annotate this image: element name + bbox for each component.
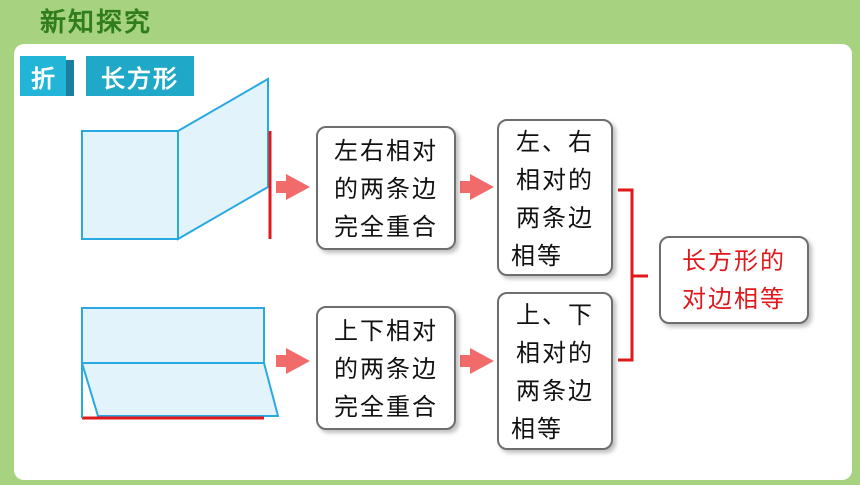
top-step2-line4: 相等 (511, 242, 563, 270)
arrow-bottom-2 (460, 348, 494, 374)
top-step2-line2: 相对的 (516, 166, 594, 194)
bottom-step2-line2: 相对的 (516, 339, 594, 367)
top-step2-line3: 两条边 (516, 204, 594, 232)
arrow-top-1 (276, 174, 310, 200)
arrow-bottom-1 (276, 348, 310, 374)
bottom-step1-box: 上下相对 的两条边 完全重合 (316, 306, 456, 430)
bottom-rect-top-half (81, 307, 265, 364)
bottom-step1-line3: 完全重合 (334, 393, 438, 421)
arrow-top-2 (460, 174, 494, 200)
top-step2-line1: 左、右 (516, 128, 594, 156)
bottom-step1-line2: 的两条边 (334, 355, 438, 383)
fold-badge-shadow (66, 60, 74, 96)
conclusion-line2: 对边相等 (682, 285, 786, 313)
bottom-rect-folded-flap (80, 362, 280, 417)
conclusion-box: 长方形的 对边相等 (659, 236, 809, 324)
top-step2-box: 左、右 相对的 两条边 相等 (497, 119, 613, 276)
bottom-step2-line3: 两条边 (516, 377, 594, 405)
top-step1-line3: 完全重合 (334, 213, 438, 241)
bottom-step2-box: 上、下 相对的 两条边 相等 (497, 292, 613, 450)
conclusion-bracket (618, 188, 648, 362)
page-title: 新知探究 (40, 8, 153, 38)
shape-badge: 长方形 (86, 56, 194, 96)
conclusion-line1: 长方形的 (682, 247, 786, 275)
top-rect-left-half (81, 130, 179, 240)
bottom-step2-line1: 上、下 (516, 301, 594, 329)
top-step1-line2: 的两条边 (334, 175, 438, 203)
bottom-step1-line1: 上下相对 (334, 317, 438, 345)
top-rect-folded-flap (177, 77, 269, 241)
bottom-step2-line4: 相等 (511, 415, 563, 443)
top-step1-line1: 左右相对 (334, 137, 438, 165)
fold-badge: 折 (20, 56, 66, 96)
top-step1-box: 左右相对 的两条边 完全重合 (316, 126, 456, 250)
